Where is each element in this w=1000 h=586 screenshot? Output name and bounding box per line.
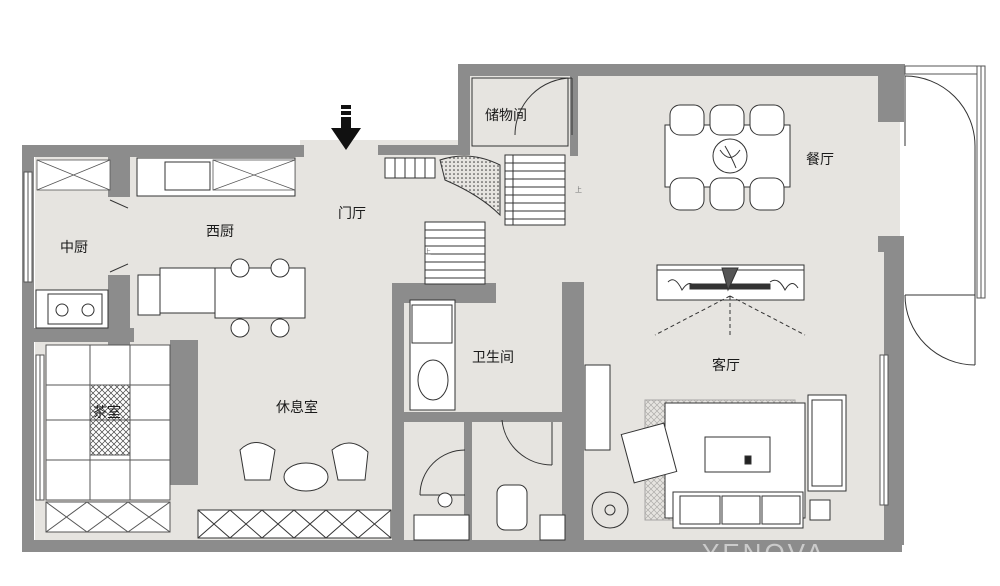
lounge-furniture [197, 442, 392, 539]
storage-shelf [471, 77, 569, 147]
tea-room-floor [45, 344, 171, 533]
bathroom-fixtures [409, 299, 566, 541]
doors [109, 75, 976, 496]
walls [22, 64, 905, 552]
dining-table [664, 104, 791, 211]
stair-up-mark: 上 [424, 247, 431, 256]
room-label-dining: 餐厅 [806, 152, 834, 168]
windows [23, 65, 986, 506]
stove [35, 289, 109, 329]
room-label-lounge: 休息室 [276, 399, 318, 416]
room-label-western-kitchen: 西厨 [206, 224, 234, 240]
staircase [384, 154, 566, 285]
room-label-tea-room: 茶室 [93, 404, 121, 421]
sofa-set [620, 394, 847, 529]
stair-up-mark: 上 [575, 185, 582, 194]
console-table [584, 364, 611, 451]
tv-cabinet [656, 264, 805, 301]
plant-icon [591, 491, 629, 529]
entrance-arrow-icon [331, 105, 361, 150]
kitchen-cabinet-top [36, 159, 296, 191]
room-label-living-room: 客厅 [712, 357, 740, 374]
room-label-foyer: 门厅 [338, 206, 366, 222]
tv-view-lines [654, 295, 806, 336]
room-label-chinese-kitchen: 中厨 [60, 240, 88, 256]
room-label-bathroom: 卫生间 [472, 350, 514, 366]
room-label-storage: 储物间 [485, 108, 527, 124]
watermark: YENOVA [702, 538, 826, 568]
